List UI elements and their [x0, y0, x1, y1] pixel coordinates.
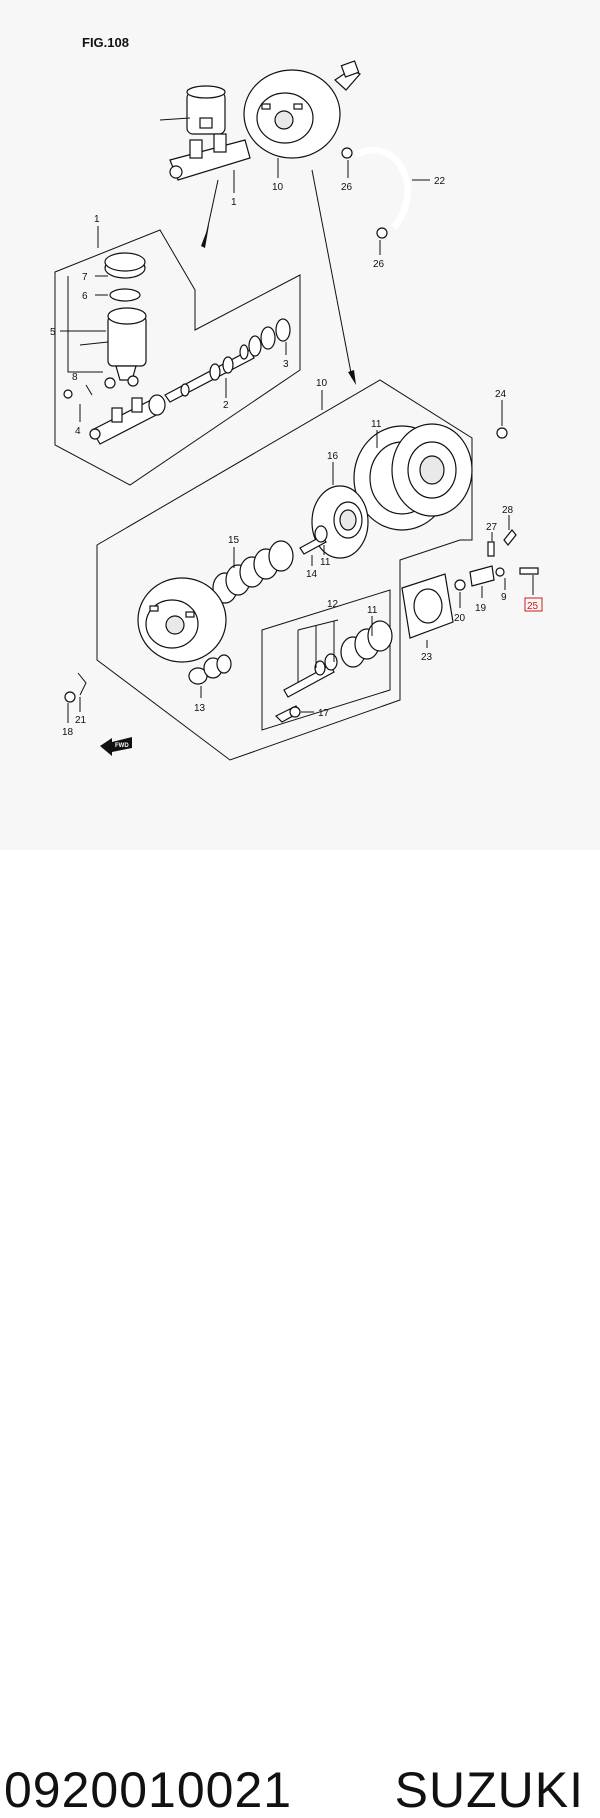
part-label-8: 8	[72, 372, 78, 383]
gasket	[401, 573, 454, 639]
part-label-9: 9	[501, 592, 507, 603]
part-label-3: 3	[283, 359, 289, 370]
part-label-14: 14	[306, 569, 318, 580]
front-housing	[137, 577, 227, 663]
part-label-26-top: 26	[341, 182, 353, 193]
exploded-parts-diagram: FIG.108 1 10 26 22 26 1	[0, 0, 600, 850]
check-valve	[188, 654, 232, 685]
part-label-13: 13	[194, 703, 206, 714]
forward-direction-arrow: FWD	[100, 737, 132, 756]
part-label-5: 5	[50, 327, 56, 338]
part-label-16: 16	[327, 451, 339, 462]
part-label-4: 4	[75, 426, 81, 437]
figure-label: FIG.108	[82, 35, 129, 50]
left-bolts	[64, 672, 87, 703]
part-label-17: 17	[318, 708, 330, 719]
part-label-22: 22	[434, 176, 446, 187]
valve-parts	[283, 620, 393, 698]
part-label-11-mid: 11	[320, 557, 331, 568]
part-label-7: 7	[82, 272, 88, 283]
cylinder-body	[63, 384, 166, 445]
part-number: 0920010021	[4, 1762, 293, 1818]
clevis-hardware	[454, 529, 539, 591]
part-label-10-top: 10	[272, 182, 284, 193]
part-label-25-highlighted: 25	[527, 601, 539, 612]
part-label-1-top: 1	[231, 197, 237, 208]
part-label-6: 6	[82, 291, 88, 302]
part-label-19: 19	[475, 603, 487, 614]
part-label-11-bottom: 12	[327, 599, 339, 610]
valve-frame	[261, 589, 391, 731]
reservoir-parts	[79, 252, 147, 389]
part-label-20: 20	[454, 613, 466, 624]
part-label-21: 21	[75, 715, 87, 726]
piston-assembly	[164, 318, 291, 403]
master-cylinder-frame	[54, 229, 301, 486]
part-label-23: 23	[421, 652, 433, 663]
highlight-box-25	[524, 597, 543, 612]
part-label-18: 18	[62, 727, 74, 738]
part-label-10-box: 10	[316, 378, 328, 389]
part-label-12: 11	[367, 605, 378, 616]
master-cylinder-assembly	[159, 85, 251, 181]
brand-name: SUZUKI	[394, 1762, 584, 1818]
mount-nut	[496, 427, 508, 439]
return-spring	[212, 540, 294, 604]
part-label-15: 15	[228, 535, 240, 546]
part-label-2: 2	[223, 400, 229, 411]
vacuum-hose	[341, 146, 412, 239]
diaphragm	[311, 485, 369, 559]
stop-key	[274, 705, 301, 723]
rear-housing	[353, 423, 473, 531]
part-label-26-bottom: 26	[373, 259, 385, 270]
fwd-label: FWD	[115, 743, 129, 749]
footer: 0920010021 SUZUKI	[0, 850, 600, 1815]
part-label-11-top: 11	[371, 419, 382, 430]
part-label-24: 24	[495, 389, 507, 400]
part-label-28: 28	[502, 505, 514, 516]
push-rod	[299, 525, 328, 555]
brake-booster-top	[243, 60, 362, 159]
diagram-canvas: FIG.108 1 10 26 22 26 1	[50, 35, 543, 761]
part-label-27: 27	[486, 522, 498, 533]
part-label-1-box: 1	[94, 214, 100, 225]
booster-frame	[96, 379, 473, 761]
